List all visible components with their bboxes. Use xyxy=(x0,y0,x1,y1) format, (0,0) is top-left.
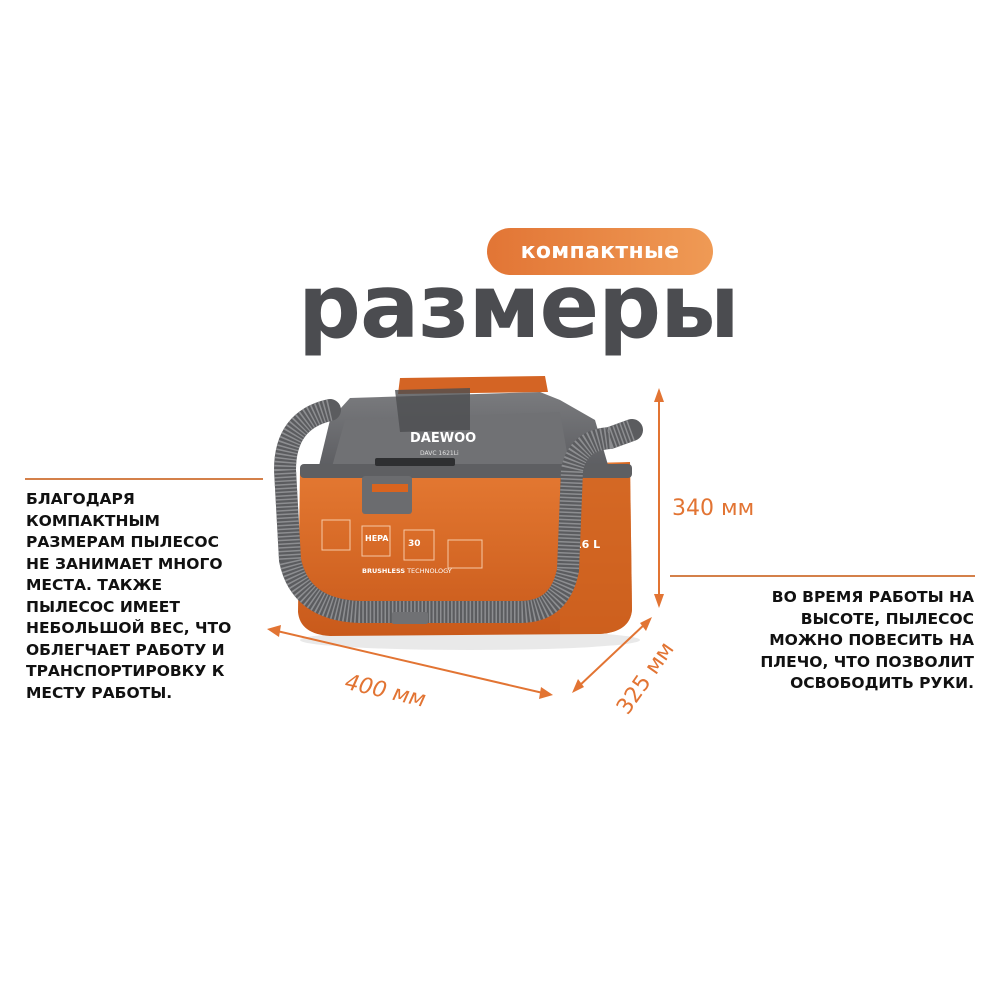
width-dimension-arrow xyxy=(267,625,553,699)
tagline-rest: TECHNOLOGY xyxy=(405,567,452,575)
brand-logo: DAEWOO xyxy=(410,431,476,446)
compact-badge: компактные xyxy=(487,228,713,275)
left-description: БЛАГОДАРЯ КОМПАКТНЫМ РАЗМЕРАМ ПЫЛЕСОС НЕ… xyxy=(26,490,232,702)
height-dimension-arrow xyxy=(654,388,664,608)
right-description: ВО ВРЕМЯ РАБОТЫ НА ВЫСОТЕ, ПЫЛЕСОС МОЖНО… xyxy=(760,588,974,692)
model-label: DAVC 1621Li xyxy=(420,450,459,457)
vacuum-cleaner-image: DAEWOO DAVC 1621Li HEPA 30 BRUSHLESS TEC… xyxy=(273,376,643,650)
page-title: размеры xyxy=(298,255,740,358)
capacity-label: 16 L xyxy=(574,538,600,551)
svg-text:BRUSHLESS TECHNOLOGY: BRUSHLESS TECHNOLOGY xyxy=(362,567,452,575)
tagline-bold: BRUSHLESS xyxy=(362,567,405,575)
right-divider xyxy=(670,575,975,577)
height-label: 340 мм xyxy=(672,496,755,521)
depth-dimension-arrow xyxy=(572,617,652,693)
svg-text:HEPA: HEPA xyxy=(365,534,389,543)
left-divider xyxy=(25,478,263,480)
svg-text:30: 30 xyxy=(408,539,421,549)
